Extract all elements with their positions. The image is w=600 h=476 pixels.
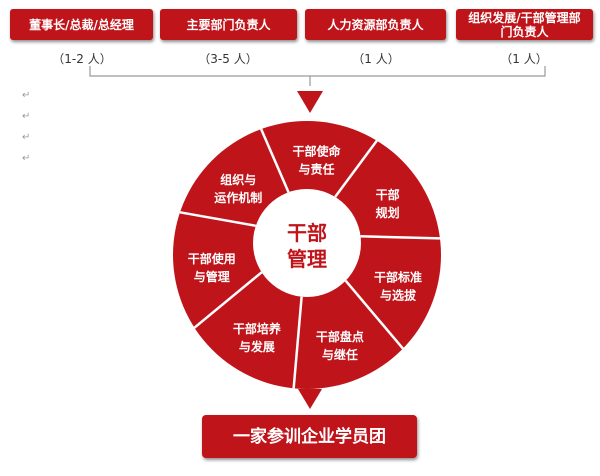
wheel-divider: [179, 211, 257, 228]
footer-participant-group: 一家参训企业学员团: [202, 415, 417, 458]
paragraph-mark: ↵: [22, 132, 31, 143]
wheel-segment-label: 与选拔: [380, 288, 417, 303]
center-label-line1: 干部: [287, 221, 327, 245]
wheel-segment-label: 干部: [376, 187, 400, 202]
wheel-segment-label: 运作机制: [214, 190, 262, 205]
wheel-divider: [193, 271, 263, 329]
role-count-hr-head: （1 人）: [352, 52, 400, 66]
wheel-divider: [334, 139, 378, 198]
wheel-divider: [344, 279, 404, 350]
role-box-chairman: 董事长/总裁/总经理: [10, 9, 153, 40]
wheel-segment-label: 与责任: [299, 161, 335, 176]
wheel-dividers: [179, 128, 440, 389]
role-title: 组织发展/干部管理部门负责人: [468, 10, 581, 39]
wheel-divider: [292, 296, 303, 389]
wheel-segment-label: 干部盘点: [316, 329, 364, 344]
down-arrow-bottom: [298, 389, 322, 409]
wheel-center: [253, 189, 361, 297]
center-label-line2: 管理: [287, 247, 327, 271]
footer-label: 一家参训企业学员团: [233, 426, 386, 447]
paragraph-mark: ↵: [22, 90, 31, 101]
role-count-department-heads: （3-5 人）: [198, 52, 258, 66]
wheel-segment-label: 组织与: [220, 172, 256, 187]
wheel-segment-label: 干部使命: [293, 143, 342, 158]
role-box-hr-head: 人力资源部负责人: [305, 9, 446, 40]
wheel-segment-label: 与管理: [194, 269, 230, 284]
wheel-segment-label: 干部培养: [233, 321, 281, 336]
wheel-segment-label: 干部标准: [374, 270, 422, 285]
wheel-divider: [360, 235, 440, 240]
role-count-org-development-head: （1 人）: [500, 52, 548, 66]
role-box-org-development-head: 组织发展/干部管理部门负责人: [456, 9, 593, 40]
wheel-segment-labels: 干部使命与责任干部规划干部标准与选拔干部盘点与继任干部培养与发展干部使用与管理组…: [188, 143, 422, 362]
role-box-department-heads: 主要部门负责人: [160, 9, 297, 40]
paragraph-mark: ↵: [22, 111, 31, 122]
role-title: 人力资源部负责人: [327, 17, 424, 32]
wheel-segment-label: 与发展: [239, 339, 275, 354]
bracket-line: [89, 66, 546, 86]
paragraph-mark: ↵: [22, 153, 31, 164]
wheel-segment-label: 规划: [376, 205, 400, 220]
role-title: 董事长/总裁/总经理: [29, 17, 134, 32]
wheel-segment-label: 干部使用: [188, 251, 236, 266]
role-count-chairman: （1-2 人）: [52, 52, 112, 66]
role-title: 主要部门负责人: [186, 17, 271, 32]
down-arrow-top: [297, 91, 323, 113]
wheel-divider: [260, 128, 290, 193]
wheel-segment-label: 与继任: [322, 347, 358, 362]
